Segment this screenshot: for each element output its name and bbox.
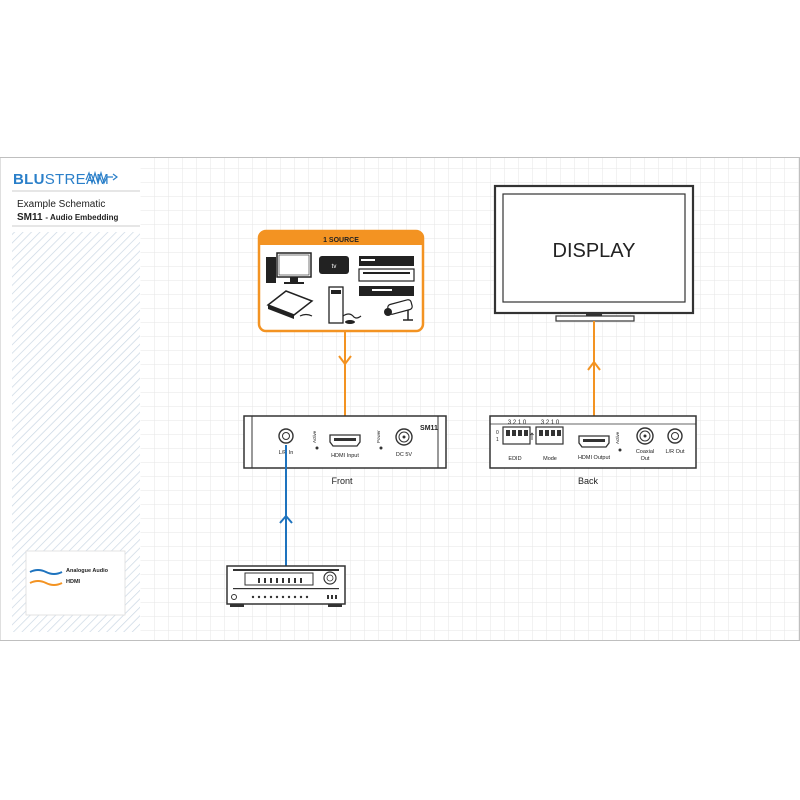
back-active-led <box>618 448 622 452</box>
legend-label-analogue: Analogue Audio <box>66 568 109 574</box>
header-model: SM11 - Audio Embedding <box>17 212 119 223</box>
hdmi-output-port <box>578 435 610 448</box>
edid-dip-numbers: 3 2 1 0 <box>508 420 527 426</box>
dc-power-jack <box>395 428 413 446</box>
sidebar: BLUSTREAM Example Schematic SM11 - Audio… <box>0 158 141 640</box>
front-active-led <box>315 446 319 450</box>
display-monitor: DISPLAY <box>493 184 695 322</box>
audio-arrow-up-icon <box>279 514 293 524</box>
front-caption: Front <box>331 476 353 486</box>
display-label: DISPLAY <box>553 240 636 262</box>
laptop-icon <box>266 290 314 319</box>
coaxial-out-label-1: Coaxial <box>636 449 654 455</box>
front-dc-label: DC 5V <box>396 452 413 458</box>
svg-text:BLUSTREAM: BLUSTREAM <box>13 171 109 188</box>
source-box-title: 1 SOURCE <box>323 237 359 244</box>
edid-label: EDID <box>508 456 521 462</box>
av-receiver-icon <box>226 565 346 607</box>
mode-dip-numbers: 3 2 1 0 <box>541 420 560 426</box>
front-hdmi-input-label: HDMI Input <box>331 453 359 459</box>
power-led <box>379 446 383 450</box>
analogue-audio-cable <box>279 445 293 566</box>
header-line1: Example Schematic <box>17 199 105 210</box>
lr-in-jack <box>278 428 294 444</box>
edid-dip-switch[interactable] <box>502 426 531 445</box>
mode-arrow-icon <box>530 432 534 440</box>
legend-label-hdmi: HDMI <box>66 579 81 585</box>
svg-text:tv: tv <box>332 264 337 270</box>
set-top-box-icon <box>358 256 415 296</box>
legend: Analogue Audio HDMI <box>25 550 126 616</box>
hdmi-arrow-up-icon <box>587 360 601 371</box>
legend-swatch-hdmi <box>29 580 63 586</box>
game-console-icon <box>328 286 362 324</box>
front-unit: SM11 L/R In Active HDMI Input Power DC 5… <box>243 415 447 486</box>
apple-tv-icon: tv <box>319 256 349 274</box>
back-active-label: Active <box>615 431 620 444</box>
coaxial-out-jack <box>636 427 654 445</box>
hdmi-input-port <box>329 434 361 447</box>
front-power-label: Power <box>376 430 381 443</box>
front-unit-model: SM11 <box>420 425 438 432</box>
pc-icon <box>266 252 312 284</box>
dip-state-0: 0 <box>496 430 499 436</box>
logo-wave-icon <box>85 170 113 186</box>
legend-swatch-analogue <box>29 569 63 575</box>
lr-out-label: L/R Out <box>666 449 685 455</box>
logo-arrow-icon <box>112 173 118 181</box>
mode-dip-switch[interactable] <box>535 426 564 445</box>
coaxial-out-label-2: Out <box>641 456 650 462</box>
lr-out-jack <box>667 428 683 444</box>
security-camera-icon <box>384 299 413 321</box>
mode-label: Mode <box>543 456 557 462</box>
front-active-label: Active <box>312 430 317 443</box>
back-unit: 3 2 1 0 0 1 EDID 3 2 1 0 Mode HDMI Outpu… <box>489 415 697 486</box>
blustream-logo: BLUSTREAM <box>13 170 118 188</box>
hdmi-arrow-down-icon <box>338 355 352 366</box>
dip-state-1: 1 <box>496 437 499 443</box>
back-caption: Back <box>578 476 599 486</box>
source-box: 1 SOURCE tv <box>257 229 425 333</box>
hdmi-output-label: HDMI Output <box>578 455 611 461</box>
